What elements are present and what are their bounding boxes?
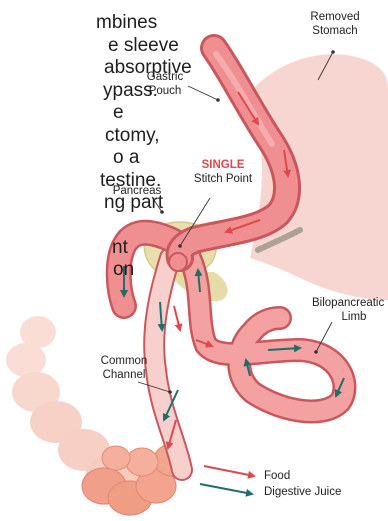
label-single: SINGLE — [178, 158, 268, 172]
label-gastric-pouch-line1: Gastric — [140, 70, 190, 84]
legend-food-arrow — [204, 466, 254, 476]
body-line: mbines — [96, 12, 200, 35]
label-biliopancreatic-limb: Bilopancreatic Limb — [306, 296, 388, 324]
label-pancreas: Pancreas — [102, 184, 172, 198]
label-stitch-point-text: Stitch Point — [178, 172, 268, 186]
legend-food-label: Food — [264, 470, 290, 482]
label-biliopancreatic-line2: Limb — [320, 310, 388, 324]
label-pancreas-text: Pancreas — [102, 184, 172, 198]
label-removed-stomach-line1: Removed — [300, 10, 370, 24]
label-common-channel-line2: Channel — [94, 368, 154, 382]
label-gastric-pouch-line2: Pouch — [140, 84, 190, 98]
legend-juice-arrow — [200, 484, 252, 494]
body-line: nt — [112, 237, 200, 260]
label-stitch-point: SINGLE Stitch Point — [178, 158, 268, 186]
label-common-channel: Common Channel — [94, 354, 154, 382]
body-line: e sleeve — [108, 35, 200, 58]
label-removed-stomach: Removed Stomach — [300, 10, 370, 38]
removed-stomach — [250, 54, 388, 300]
legend-juice-label: Digestive Juice — [264, 486, 341, 498]
body-text: mbines e sleeve absorptive ypass. e ctom… — [0, 12, 200, 282]
label-gastric-pouch: Gastric Pouch — [140, 70, 190, 98]
label-biliopancreatic-line1: Bilopancreatic — [312, 296, 388, 310]
label-removed-stomach-line2: Stomach — [300, 24, 370, 38]
body-line: on — [113, 259, 200, 282]
body-line: e — [113, 102, 200, 125]
body-line: ctomy, — [105, 125, 200, 148]
label-common-channel-line1: Common — [94, 354, 154, 368]
